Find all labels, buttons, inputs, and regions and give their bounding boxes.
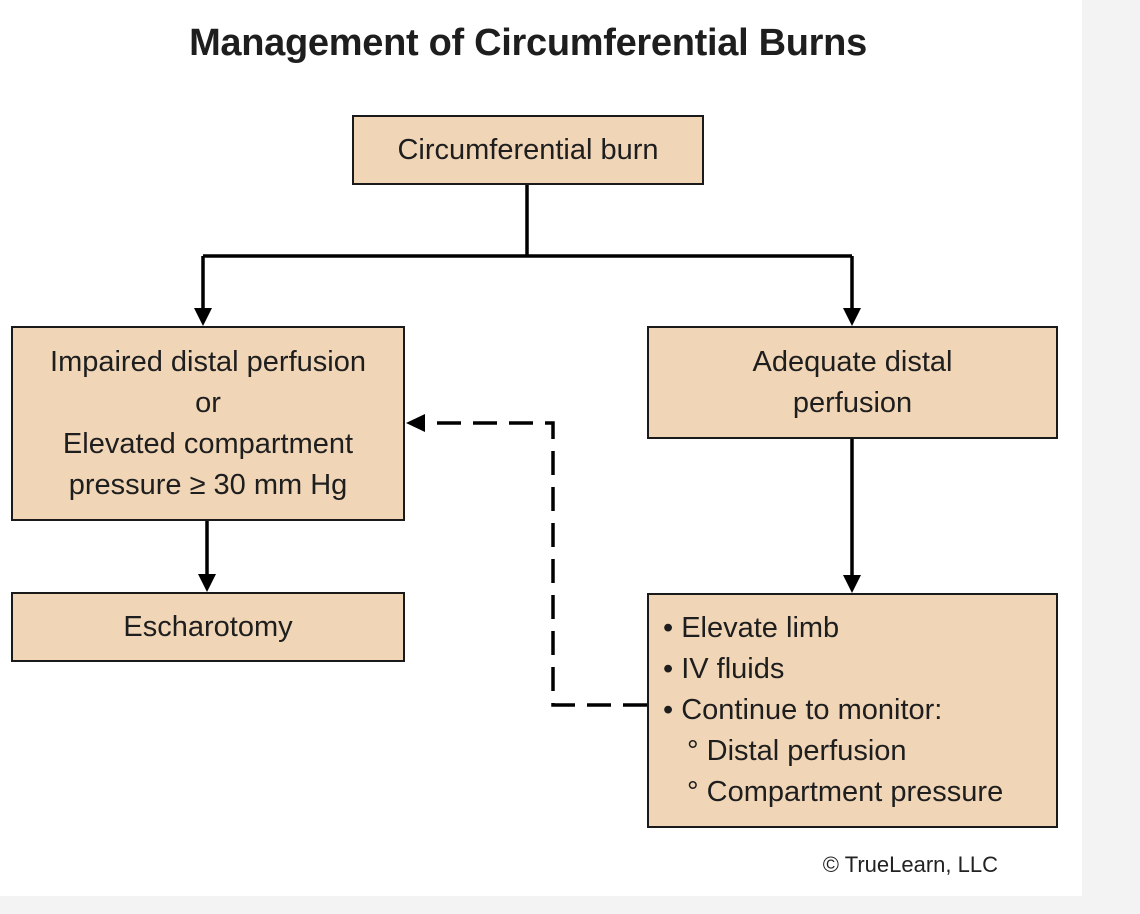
node-escharotomy: Escharotomy — [11, 592, 405, 662]
copyright-credit: © TrueLearn, LLC — [822, 852, 998, 877]
connector-layer — [194, 184, 861, 707]
node-management-steps: • Elevate limb • IV fluids • Continue to… — [647, 593, 1058, 828]
arrowhead-escharotomy — [198, 574, 216, 592]
arrowhead-impaired-dashed — [406, 414, 425, 432]
node-circumferential-burn: Circumferential burn — [352, 115, 704, 185]
edge-start-to-branch — [203, 184, 852, 258]
edge-management-to-impaired-dashed — [424, 421, 647, 707]
management-subitem-distal-perfusion: ° Distal perfusion — [687, 735, 907, 767]
node-circumferential-burn-line: Circumferential burn — [397, 133, 659, 166]
node-impaired-perfusion-line-2: or — [195, 386, 221, 419]
management-item-continue-monitor: • Continue to monitor: — [663, 694, 943, 726]
arrowhead-adequate — [843, 308, 861, 326]
arrowhead-impaired — [194, 308, 212, 326]
node-impaired-perfusion-line-3: Elevated compartment — [62, 427, 354, 460]
management-item-iv-fluids: • IV fluids — [663, 653, 785, 685]
diagram-title: Management of Circumferential Burns — [189, 22, 867, 64]
diagram-canvas: Management of Circumferential Burns Circ… — [0, 0, 1082, 896]
node-impaired-perfusion: Impaired distal perfusion or Elevated co… — [11, 326, 405, 521]
node-adequate-perfusion-line-1: Adequate distal — [752, 345, 953, 378]
node-escharotomy-line: Escharotomy — [123, 610, 293, 643]
management-subitem-compartment-pressure: ° Compartment pressure — [687, 776, 1004, 808]
node-adequate-perfusion-line-2: perfusion — [792, 386, 913, 419]
arrowhead-management — [843, 575, 861, 593]
node-impaired-perfusion-line-4: pressure ≥ 30 mm Hg — [68, 468, 348, 501]
management-item-elevate-limb: • Elevate limb — [663, 612, 840, 644]
node-adequate-perfusion: Adequate distal perfusion — [647, 326, 1058, 439]
node-impaired-perfusion-line-1: Impaired distal perfusion — [50, 345, 366, 378]
